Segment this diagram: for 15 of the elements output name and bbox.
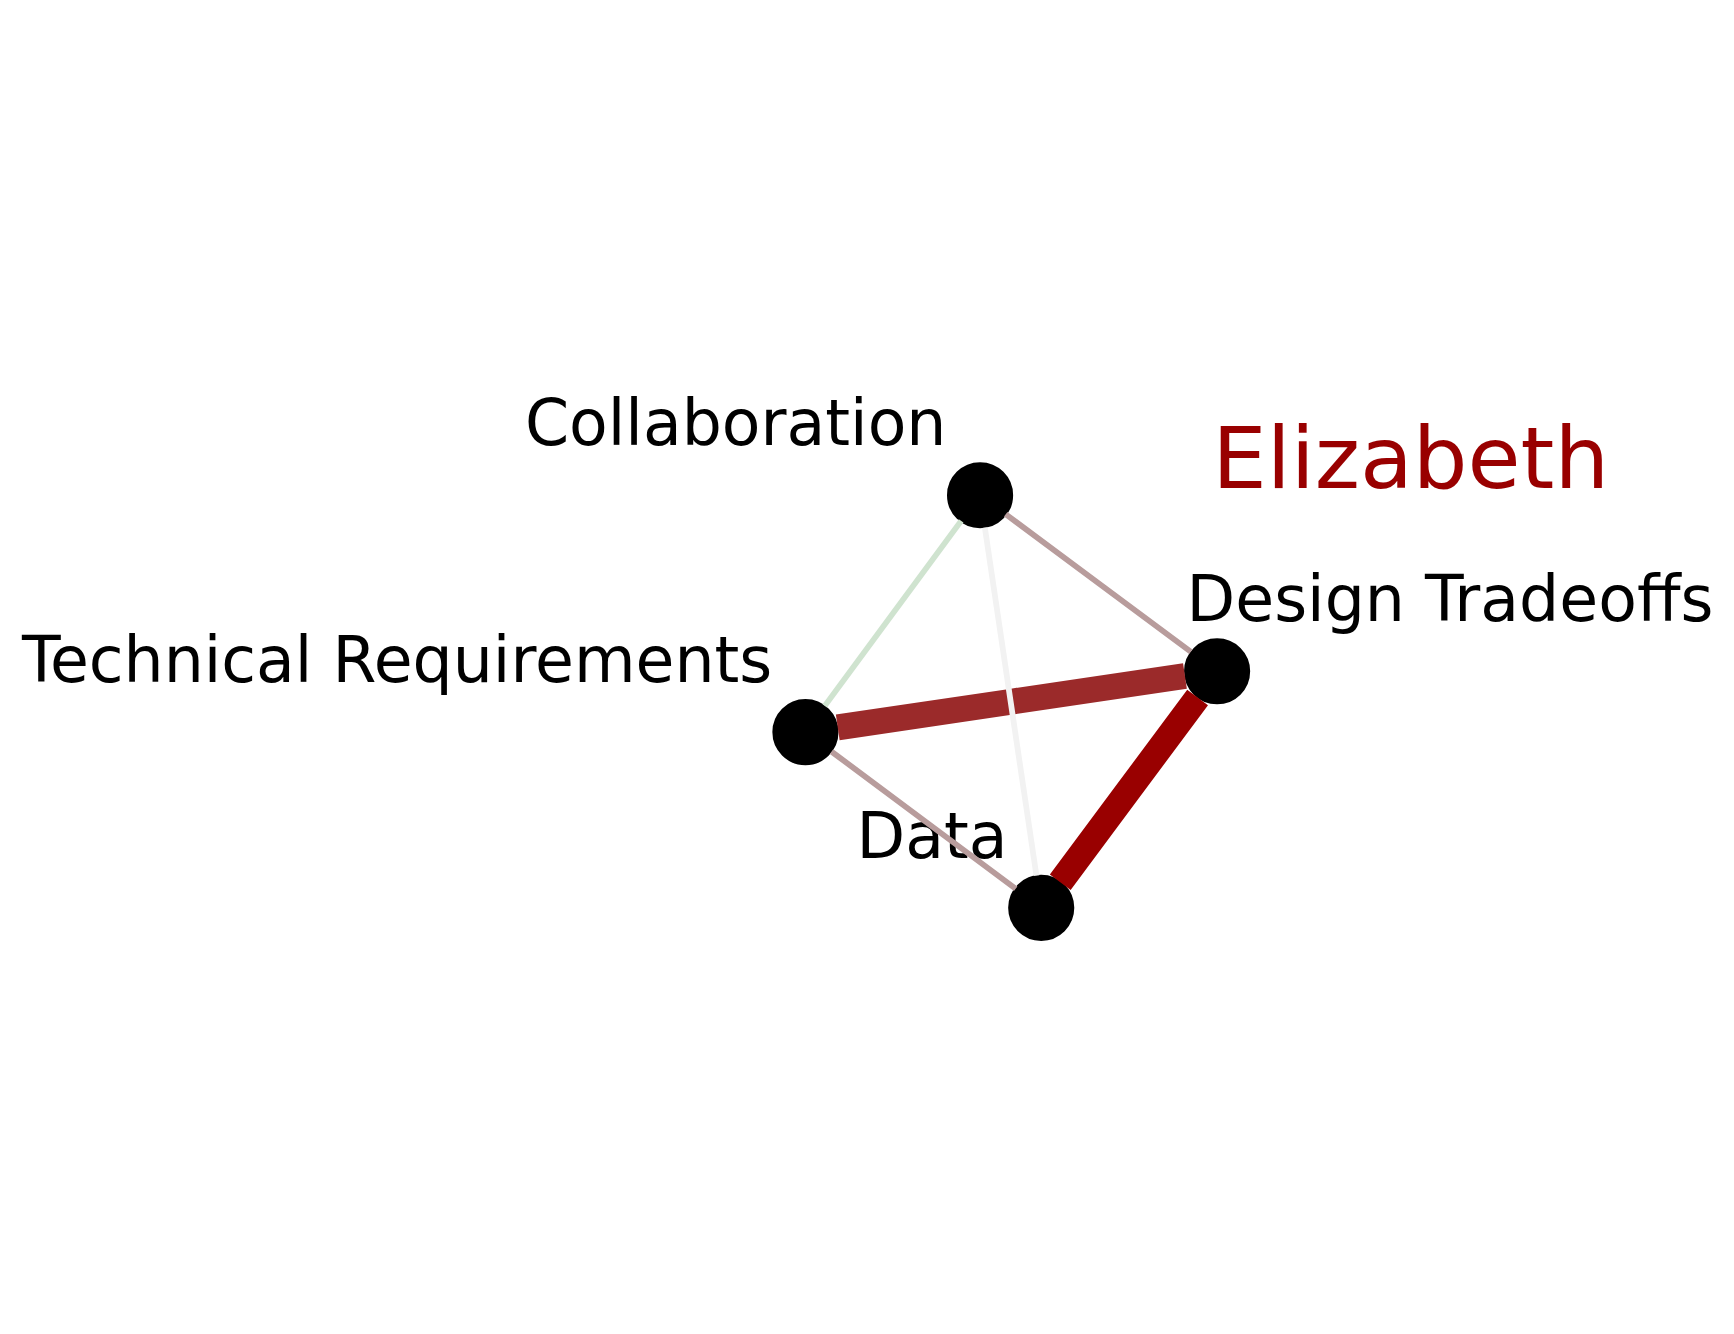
node-circle: [946, 462, 1013, 529]
connector: [1049, 689, 1208, 890]
node-label: Collaboration: [524, 386, 946, 461]
label: Elizabeth: [1211, 408, 1609, 509]
connector: [835, 663, 1187, 741]
connector: [981, 527, 1039, 876]
node-label: Technical Requirements: [21, 623, 772, 698]
node-circle: [771, 699, 838, 766]
connector: [829, 749, 1017, 892]
node-circle: [1183, 638, 1250, 705]
node-label: Design Tradeoffs: [1186, 562, 1713, 637]
connector: [1003, 511, 1193, 655]
node-circle: [1007, 874, 1074, 941]
node-label: Data: [855, 798, 1007, 873]
connector: [821, 519, 963, 708]
